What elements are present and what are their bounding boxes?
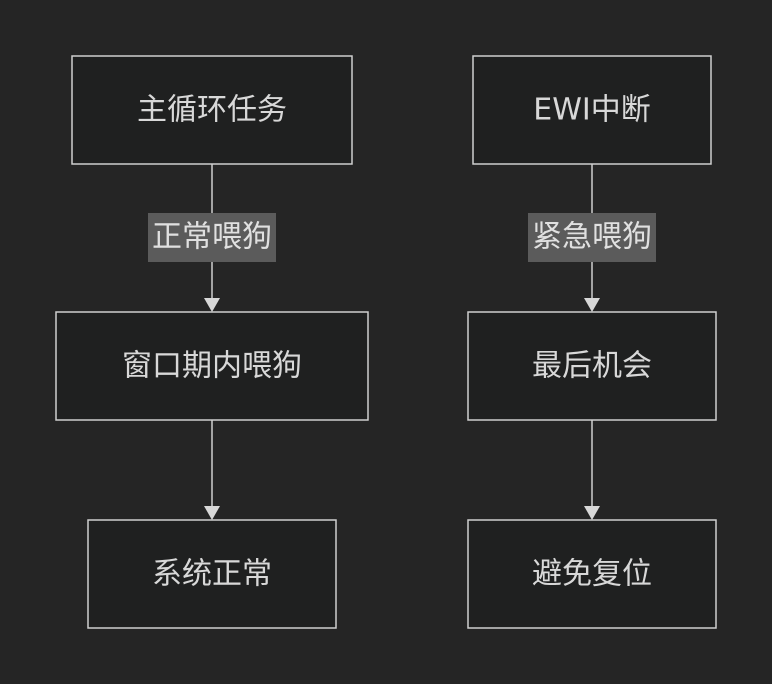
node-main-loop: 主循环任务 <box>71 55 353 165</box>
node-last-chance: 最后机会 <box>467 311 717 421</box>
node-ewi-interrupt-label: EWI中断 <box>533 93 650 128</box>
node-window-feed: 窗口期内喂狗 <box>55 311 369 421</box>
edge-last-chance-to-avoid-reset <box>584 420 600 520</box>
node-last-chance-label: 最后机会 <box>532 349 652 384</box>
edge-label-emergency-feed: 紧急喂狗 <box>528 213 656 262</box>
node-window-feed-label: 窗口期内喂狗 <box>122 349 302 384</box>
node-main-loop-label: 主循环任务 <box>137 93 287 128</box>
node-avoid-reset-label: 避免复位 <box>532 557 652 592</box>
node-avoid-reset: 避免复位 <box>467 519 717 629</box>
node-system-normal-label: 系统正常 <box>152 557 272 592</box>
edge-window-feed-to-system-normal <box>204 420 220 520</box>
node-system-normal: 系统正常 <box>87 519 337 629</box>
edge-label-normal-feed-text: 正常喂狗 <box>152 220 272 255</box>
node-ewi-interrupt: EWI中断 <box>472 55 712 165</box>
edge-label-normal-feed: 正常喂狗 <box>148 213 276 262</box>
edge-label-emergency-feed-text: 紧急喂狗 <box>532 220 652 255</box>
